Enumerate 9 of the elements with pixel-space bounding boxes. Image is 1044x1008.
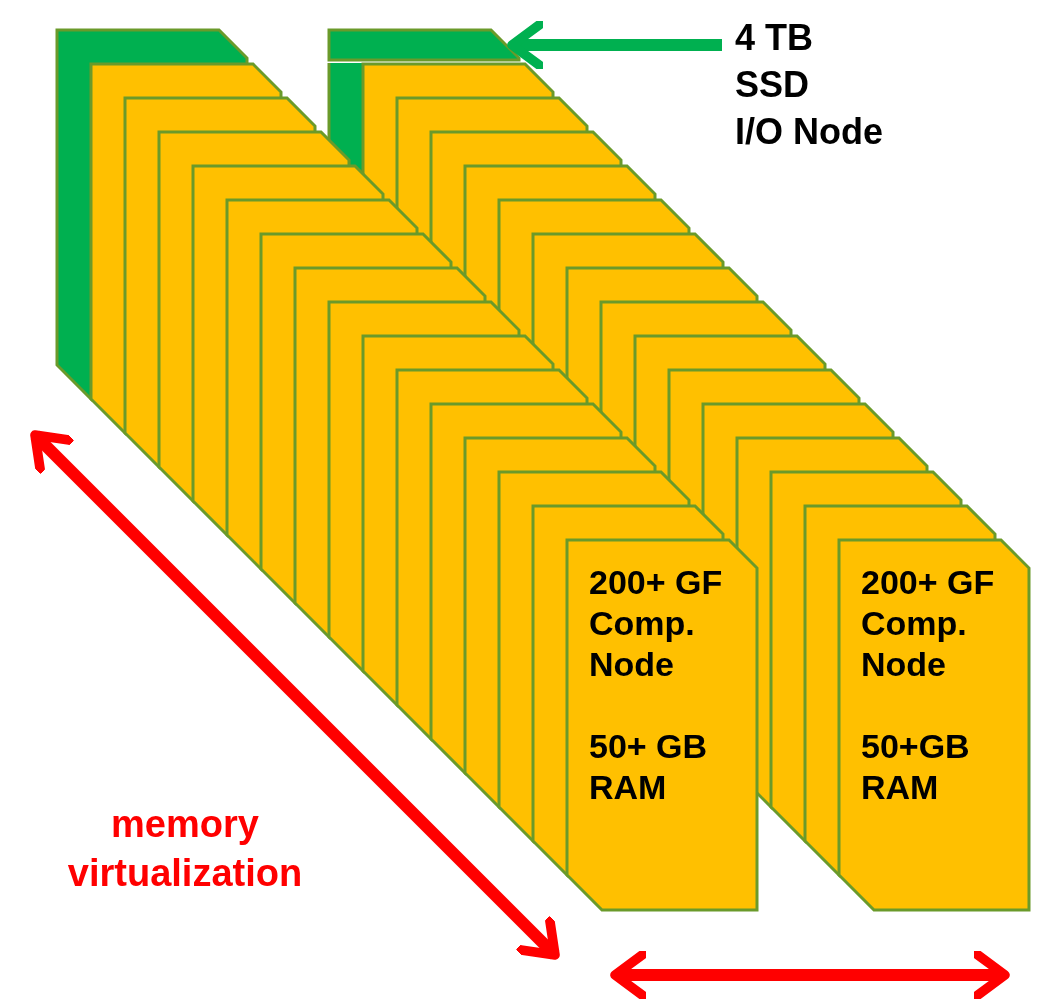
card-text: 50+GB RAM xyxy=(861,726,971,808)
compute-card xyxy=(567,540,757,910)
compute-card xyxy=(839,540,1029,910)
arrow xyxy=(507,19,722,71)
card-text: 200+ GF Comp. Node xyxy=(861,562,996,685)
annotation-text: memory virtualization xyxy=(66,802,304,897)
card-text: 200+ GF Comp. Node xyxy=(589,562,724,685)
annotation-text: 4 TB SSD I/O Node xyxy=(735,16,884,154)
card-text: 50+ GB RAM xyxy=(589,726,709,808)
